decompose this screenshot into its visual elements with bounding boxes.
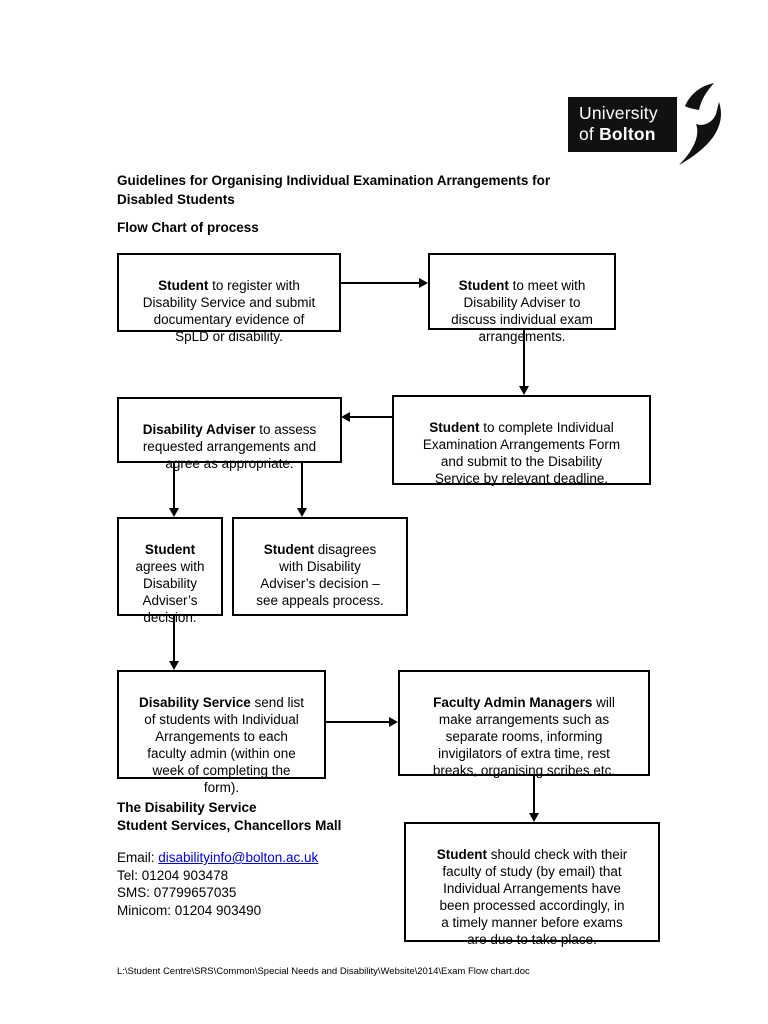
contact-email-link[interactable]: disabilityinfo@bolton.ac.uk: [158, 850, 319, 865]
bolton-swoosh-icon: [679, 83, 721, 165]
contact-email-line: Email: disabilityinfo@bolton.ac.uk: [117, 849, 318, 867]
flow-box-disagrees: Student disagrees with Disability Advise…: [232, 517, 408, 616]
contact-details: Email: disabilityinfo@bolton.ac.uk Tel: …: [117, 849, 318, 919]
flow-box-send-list: Disability Service send list of students…: [117, 670, 326, 795]
contact-sms: SMS: 07799657035: [117, 885, 237, 900]
logo-text-block: University of Bolton: [568, 97, 677, 152]
flow-box-disagrees-text: disagrees with Disability Adviser’s deci…: [256, 542, 384, 608]
contact-service-name: The Disability Service Student Services,…: [117, 800, 342, 833]
flow-box-register-text: to register with Disability Service and …: [142, 278, 316, 344]
flow-box-complete-form-bold: Student: [429, 420, 480, 435]
flow-box-student-check-text: should check with their faculty of study…: [439, 847, 628, 947]
logo-line2-prefix: of: [579, 124, 600, 144]
contact-minicom: Minicom: 01204 903490: [117, 902, 262, 918]
flow-box-register-bold: Student: [158, 278, 209, 293]
flow-box-agrees-bold: Student: [144, 542, 196, 557]
flow-box-faculty-admin-text: will make arrangements such as separate …: [432, 695, 616, 778]
flow-box-agrees-text: agrees with Disability Adviser’s decisio…: [135, 559, 205, 625]
flow-box-send-list-bold: Disability Service: [138, 695, 251, 710]
university-of-bolton-logo: University of Bolton: [568, 83, 721, 165]
flow-box-meet-adviser-text: to meet with Disability Adviser to discu…: [451, 278, 593, 344]
page-subtitle: Flow Chart of process: [117, 220, 259, 235]
page-title: Guidelines for Organising Individual Exa…: [117, 173, 551, 207]
logo-line1: University: [579, 103, 658, 123]
flow-box-assess: Disability Adviser to assess requested a…: [117, 397, 342, 471]
footer-file-path: L:\Student Centre\SRS\Common\Special Nee…: [117, 966, 530, 977]
flow-box-complete-form-text: to complete Individual Examination Arran…: [422, 420, 621, 486]
flow-box-assess-bold: Disability Adviser: [142, 422, 256, 437]
contact-tel: Tel: 01204 903478: [117, 867, 229, 883]
flow-box-agrees: Student agrees with Disability Adviser’s…: [117, 517, 223, 624]
flow-box-faculty-admin: Faculty Admin Managers will make arrange…: [398, 670, 650, 778]
logo-line2-bold: Bolton: [599, 124, 656, 144]
contact-email-label: Email:: [117, 850, 159, 865]
flow-box-meet-adviser-bold: Student: [458, 278, 509, 293]
flow-box-student-check-bold: Student: [436, 847, 487, 862]
flow-box-faculty-admin-bold: Faculty Admin Managers: [433, 695, 593, 710]
flow-box-complete-form: Student to complete Individual Examinati…: [392, 395, 651, 486]
flow-box-student-check: Student should check with their faculty …: [404, 822, 660, 947]
flow-box-register: Student to register with Disability Serv…: [117, 253, 341, 344]
flow-box-meet-adviser: Student to meet with Disability Adviser …: [428, 253, 616, 344]
flow-box-disagrees-bold: Student: [263, 542, 314, 557]
flow-box-send-list-text: send list of students with Individual Ar…: [144, 695, 305, 795]
